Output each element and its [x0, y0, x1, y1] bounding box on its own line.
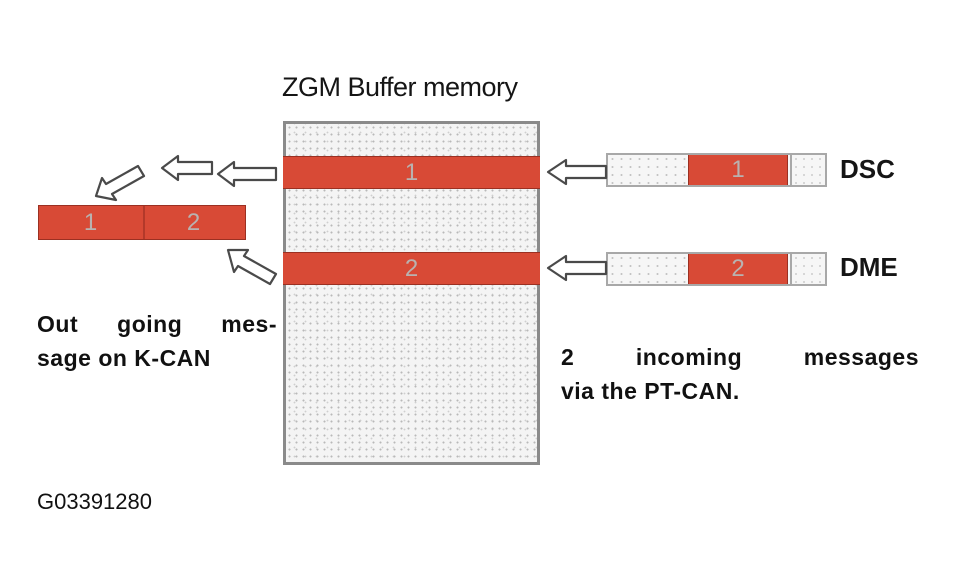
outgoing-message: 1 2 [38, 205, 246, 240]
caption-outgoing: Out going mes- sage on K-CAN [37, 307, 277, 375]
message-tail-field [790, 254, 826, 284]
buffer-title: ZGM Buffer memory [282, 72, 518, 102]
incoming-message-dme: 2 [606, 252, 827, 286]
arrow-icon [226, 248, 278, 286]
buffer-slot-1-label: 1 [404, 159, 419, 186]
outgoing-cell-2: 2 [186, 209, 201, 236]
arrow-icon [94, 164, 146, 202]
message-empty-field [608, 155, 688, 185]
ecu-label-dme: DME [840, 252, 898, 282]
caption-incoming-line2: via the PT-CAN. [561, 378, 740, 404]
ecu-label-dsc: DSC [840, 154, 895, 184]
message-tail-field [790, 155, 826, 185]
buffer-slot-1: 1 [283, 156, 540, 189]
arrow-icon [160, 154, 214, 182]
arrow-icon [546, 158, 608, 186]
outgoing-divider [143, 206, 145, 239]
message-empty-field [608, 254, 688, 284]
incoming-message-dsc: 1 [606, 153, 827, 187]
caption-incoming-line1: 2 incoming messages [561, 344, 919, 370]
message-dsc-label: 1 [731, 156, 745, 183]
buffer-slot-2-label: 2 [404, 255, 419, 282]
arrow-icon [216, 160, 278, 188]
message-data-field: 1 [688, 155, 788, 185]
buffer-slot-2: 2 [283, 252, 540, 285]
message-dme-label: 2 [731, 255, 745, 282]
caption-incoming: 2 incoming messages via the PT-CAN. [561, 340, 919, 408]
caption-outgoing-line1: Out going mes- [37, 311, 277, 337]
outgoing-cell-1: 1 [83, 209, 98, 236]
caption-outgoing-line2: sage on K-CAN [37, 345, 211, 371]
message-data-field: 2 [688, 254, 788, 284]
figure-id: G03391280 [37, 489, 152, 514]
arrow-icon [546, 254, 608, 282]
